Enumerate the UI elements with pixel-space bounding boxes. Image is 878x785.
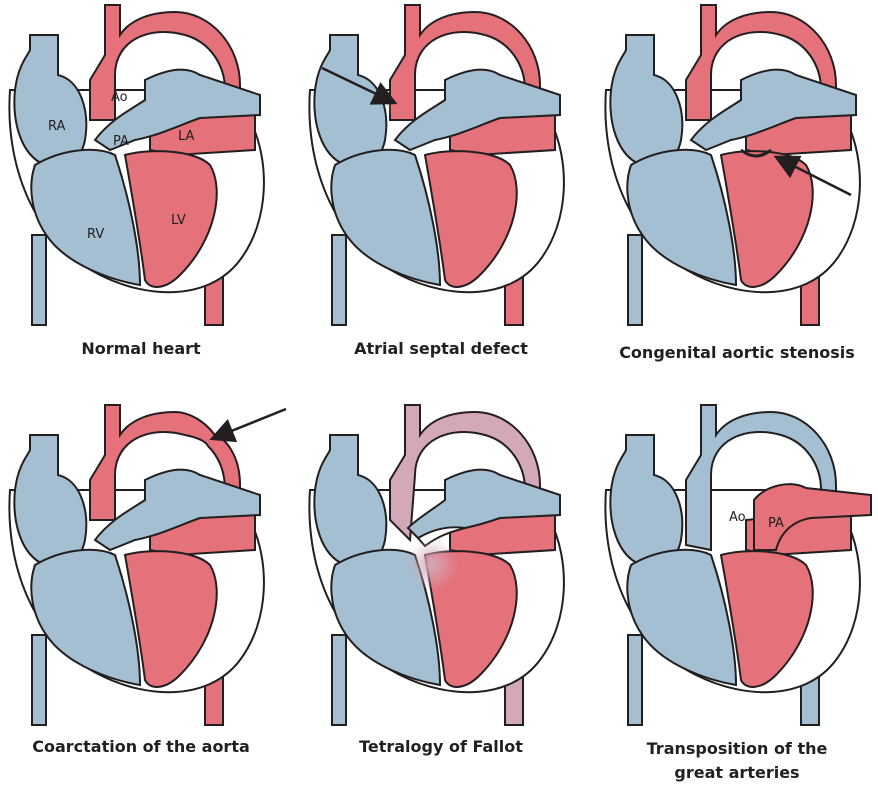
label-ao: Ao (729, 510, 746, 525)
svc-vessel (332, 635, 346, 725)
label-rv: RV (87, 227, 104, 242)
caption-tetralogy-of-fallot: Tetralogy of Fallot (300, 735, 582, 759)
heart-illustration (605, 5, 860, 325)
label-ra: RA (48, 119, 66, 134)
label-la: LA (178, 129, 195, 144)
svc-vessel (32, 235, 46, 325)
heart-illustration (309, 5, 564, 325)
panel-coarctation-of-the-aorta: Coarctation of the aorta (0, 400, 282, 780)
label-ao: Ao (111, 90, 128, 105)
panel-congenital-aortic-stenosis: Congenital aortic stenosis (596, 0, 878, 380)
caption-atrial-septal-defect: Atrial septal defect (300, 337, 582, 361)
transposition-diagram: Ao PA (596, 400, 878, 730)
panel-tetralogy-of-fallot: Tetralogy of Fallot (300, 400, 582, 780)
normal-heart-diagram: RA Ao PA LA RV LV (0, 0, 282, 330)
panel-atrial-septal-defect: Atrial septal defect (300, 0, 582, 380)
right-atrium (314, 435, 386, 567)
caption-normal-heart: Normal heart (0, 337, 282, 361)
asd-diagram (300, 0, 582, 330)
aortic-stenosis-diagram (596, 0, 878, 330)
svc-vessel (628, 635, 642, 725)
caption-coarctation-of-the-aorta: Coarctation of the aorta (0, 735, 282, 759)
right-atrium (610, 435, 682, 567)
heart-illustration (9, 5, 264, 325)
heart-illustration (605, 405, 871, 725)
coarctation-diagram (0, 400, 282, 730)
label-lv: LV (171, 213, 186, 228)
heart-illustration (9, 405, 264, 725)
panel-transposition-of-the-great-arteries: Ao PA Transposition of the great arterie… (596, 400, 878, 780)
label-pa: PA (768, 516, 784, 531)
arrow-icon (214, 409, 286, 438)
label-pa: PA (113, 134, 129, 149)
svc-vessel (332, 235, 346, 325)
svc-vessel (32, 635, 46, 725)
right-atrium (14, 435, 86, 567)
right-atrium (14, 35, 86, 167)
right-atrium (610, 35, 682, 167)
caption-line-1: Transposition of the (596, 737, 878, 761)
caption-transposition-of-the-great-arteries: Transposition of the great arteries (596, 737, 878, 785)
right-atrium (314, 35, 386, 167)
panel-normal-heart: RA Ao PA LA RV LV Normal heart (0, 0, 282, 380)
septal-defect-glow (386, 91, 414, 119)
caption-congenital-aortic-stenosis: Congenital aortic stenosis (596, 341, 878, 365)
tetralogy-diagram (300, 400, 582, 730)
ventricular-septal-defect-glow (406, 539, 458, 591)
caption-line-2: great arteries (596, 761, 878, 785)
svc-vessel (628, 235, 642, 325)
